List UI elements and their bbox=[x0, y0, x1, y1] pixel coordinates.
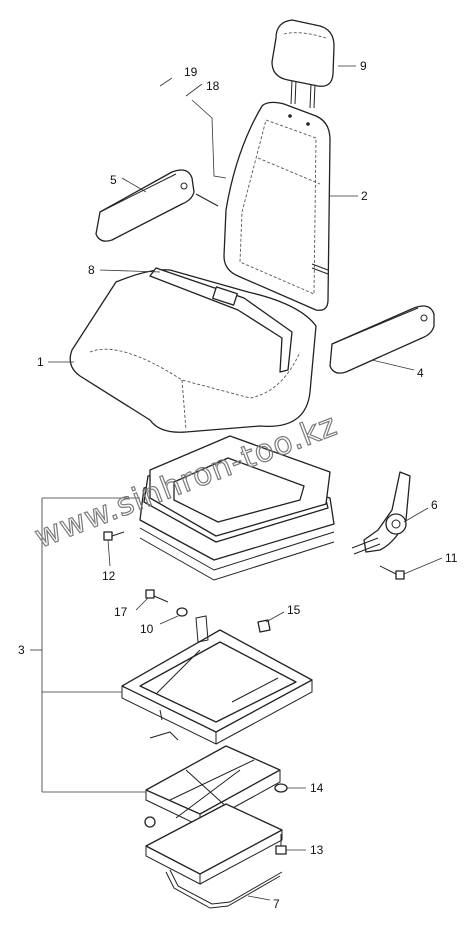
washer-14 bbox=[274, 783, 288, 793]
callout-3: 3 bbox=[18, 643, 25, 657]
bolt-11 bbox=[379, 565, 405, 580]
left-armrest bbox=[95, 169, 219, 242]
slide-rail-frame bbox=[121, 615, 313, 745]
bolt-13 bbox=[275, 834, 287, 855]
callout-15: 15 bbox=[287, 603, 301, 617]
callout-9: 9 bbox=[360, 59, 367, 73]
callout-12: 12 bbox=[102, 569, 116, 583]
washer-10 bbox=[176, 607, 188, 617]
callout-labels: 9 19 18 2 5 8 1 4 6 11 12 17 15 10 3 14 … bbox=[18, 59, 458, 911]
scissor-suspension bbox=[144, 745, 283, 885]
bolt-12 bbox=[103, 531, 125, 541]
callout-19: 19 bbox=[184, 65, 198, 79]
right-armrest bbox=[329, 305, 435, 374]
callout-1: 1 bbox=[37, 355, 44, 369]
nut-15 bbox=[257, 619, 271, 633]
seatback bbox=[223, 101, 331, 311]
seat-frame-bellows bbox=[139, 435, 335, 581]
callout-17: 17 bbox=[114, 605, 128, 619]
callout-10: 10 bbox=[140, 622, 154, 636]
group-bracket-3 bbox=[30, 497, 146, 793]
headrest bbox=[271, 19, 335, 109]
callout-5: 5 bbox=[110, 173, 117, 187]
bolt-17 bbox=[145, 589, 169, 603]
leader-lines bbox=[48, 65, 443, 901]
side-bracket bbox=[351, 471, 411, 555]
callout-4: 4 bbox=[417, 366, 424, 380]
seat-belt bbox=[149, 267, 293, 373]
callout-8: 8 bbox=[88, 263, 95, 277]
callout-14: 14 bbox=[310, 781, 324, 795]
callout-2: 2 bbox=[361, 189, 368, 203]
callout-13: 13 bbox=[310, 843, 324, 857]
lever-rod bbox=[165, 869, 283, 909]
callout-6: 6 bbox=[431, 498, 438, 512]
callout-7: 7 bbox=[273, 897, 280, 911]
callout-18: 18 bbox=[206, 79, 220, 93]
callout-11: 11 bbox=[445, 551, 458, 565]
